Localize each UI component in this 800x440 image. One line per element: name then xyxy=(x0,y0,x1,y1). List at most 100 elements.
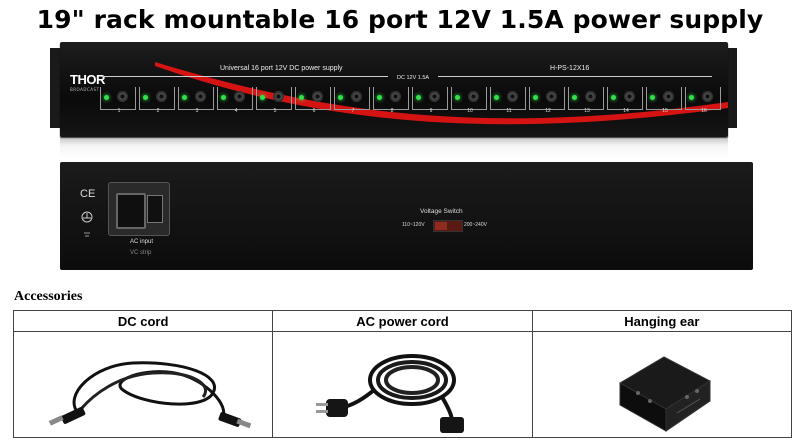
port-led-icon xyxy=(689,95,694,100)
dc-jack-icon xyxy=(702,91,713,102)
port-frame xyxy=(685,87,721,110)
port-frame xyxy=(373,87,409,110)
port-led-icon xyxy=(299,95,304,100)
port-frame xyxy=(607,87,643,110)
rack-ear-left xyxy=(50,48,62,128)
front-panel-reflection xyxy=(60,137,728,159)
port-number: 16 xyxy=(701,108,707,114)
dc-port: 10 xyxy=(451,87,487,120)
accessories-image-row xyxy=(12,331,793,438)
port-frame xyxy=(529,87,565,110)
ground-symbol-icon xyxy=(81,211,93,237)
dc-port: 8 xyxy=(373,87,409,120)
port-led-icon xyxy=(221,95,226,100)
front-panel-photo: THOR BROADCAST Universal 16 port 12V DC … xyxy=(60,42,728,137)
dc-port: 15 xyxy=(646,87,682,120)
port-number: 9 xyxy=(429,108,433,114)
port-number: 13 xyxy=(584,108,590,114)
front-divider-right xyxy=(438,76,712,77)
port-number: 14 xyxy=(623,108,629,114)
rack-ear-right xyxy=(725,48,737,128)
port-led-icon xyxy=(572,95,577,100)
port-frame xyxy=(412,87,448,110)
front-label-rating: DC 12V 1.5A xyxy=(397,75,430,81)
dc-port: 2 xyxy=(139,87,175,120)
ac-input-label: AC input xyxy=(130,239,154,245)
dc-port: 5 xyxy=(256,87,292,120)
dc-jack-icon xyxy=(117,91,128,102)
front-label-model: H-PS-12X16 xyxy=(550,65,590,72)
port-frame xyxy=(217,87,253,110)
port-number: 6 xyxy=(312,108,316,114)
port-number: 1 xyxy=(117,108,121,114)
port-led-icon xyxy=(455,95,460,100)
col-dc-cord: DC cord xyxy=(12,310,274,332)
iec-socket-icon xyxy=(116,193,146,229)
port-led-icon xyxy=(143,95,148,100)
port-frame xyxy=(256,87,292,110)
port-led-icon xyxy=(416,95,421,100)
dc-jack-icon xyxy=(195,91,206,102)
dc-jack-icon xyxy=(390,91,401,102)
port-led-icon xyxy=(104,95,109,100)
voltage-low-label: 110~120V xyxy=(402,222,425,228)
dc-jack-icon xyxy=(156,91,167,102)
port-led-icon xyxy=(611,95,616,100)
accessories-heading: Accessories xyxy=(14,289,83,304)
col-ac-power-cord: AC power cord xyxy=(272,310,533,332)
dc-jack-icon xyxy=(507,91,518,102)
dc-cord-cell xyxy=(12,331,274,438)
dc-port: 6 xyxy=(295,87,331,120)
port-led-icon xyxy=(338,95,343,100)
dc-jack-icon xyxy=(624,91,635,102)
col-hanging-ear: Hanging ear xyxy=(531,310,793,332)
voltage-switch-label: Voltage Switch xyxy=(420,208,463,215)
port-frame xyxy=(334,87,370,110)
port-number: 12 xyxy=(545,108,551,114)
port-led-icon xyxy=(260,95,265,100)
port-number: 3 xyxy=(195,108,199,114)
port-number: 4 xyxy=(234,108,238,114)
dc-port: 4 xyxy=(217,87,253,120)
port-number: 15 xyxy=(662,108,668,114)
ce-mark: CE xyxy=(80,188,96,200)
front-divider-left xyxy=(102,76,388,77)
port-frame xyxy=(178,87,214,110)
dc-port: 11 xyxy=(490,87,526,120)
dc-port: 13 xyxy=(568,87,604,120)
port-number: 8 xyxy=(390,108,394,114)
port-number: 11 xyxy=(506,108,512,114)
port-number: 7 xyxy=(351,108,355,114)
ac-inlet-module xyxy=(108,182,170,236)
dc-port: 14 xyxy=(607,87,643,120)
port-frame xyxy=(490,87,526,110)
dc-jack-icon xyxy=(273,91,284,102)
dc-port: 12 xyxy=(529,87,565,120)
dc-jack-icon xyxy=(351,91,362,102)
power-switch-icon xyxy=(147,195,163,223)
port-number: 2 xyxy=(156,108,160,114)
port-frame xyxy=(646,87,682,110)
dc-jack-icon xyxy=(546,91,557,102)
dc-jack-icon xyxy=(429,91,440,102)
port-frame xyxy=(568,87,604,110)
hanging-ear-cell xyxy=(531,331,793,438)
port-frame xyxy=(295,87,331,110)
dc-cord-image-icon xyxy=(48,360,252,428)
port-led-icon xyxy=(182,95,187,100)
port-frame xyxy=(451,87,487,110)
port-led-icon xyxy=(377,95,382,100)
voltage-high-label: 200~240V xyxy=(464,222,487,228)
port-frame xyxy=(100,87,136,110)
brand-subtitle: BROADCAST xyxy=(70,87,100,92)
port-led-icon xyxy=(533,95,538,100)
dc-port: 7 xyxy=(334,87,370,120)
red-stripe-graphic xyxy=(155,62,728,125)
dc-jack-icon xyxy=(663,91,674,102)
port-led-icon xyxy=(650,95,655,100)
back-panel-photo: CE AC input VC strip Voltage Switch 110~… xyxy=(60,162,753,270)
port-frame xyxy=(139,87,175,110)
dc-jack-icon xyxy=(468,91,479,102)
page-title: 19" rack mountable 16 port 12V 1.5A powe… xyxy=(36,5,764,34)
